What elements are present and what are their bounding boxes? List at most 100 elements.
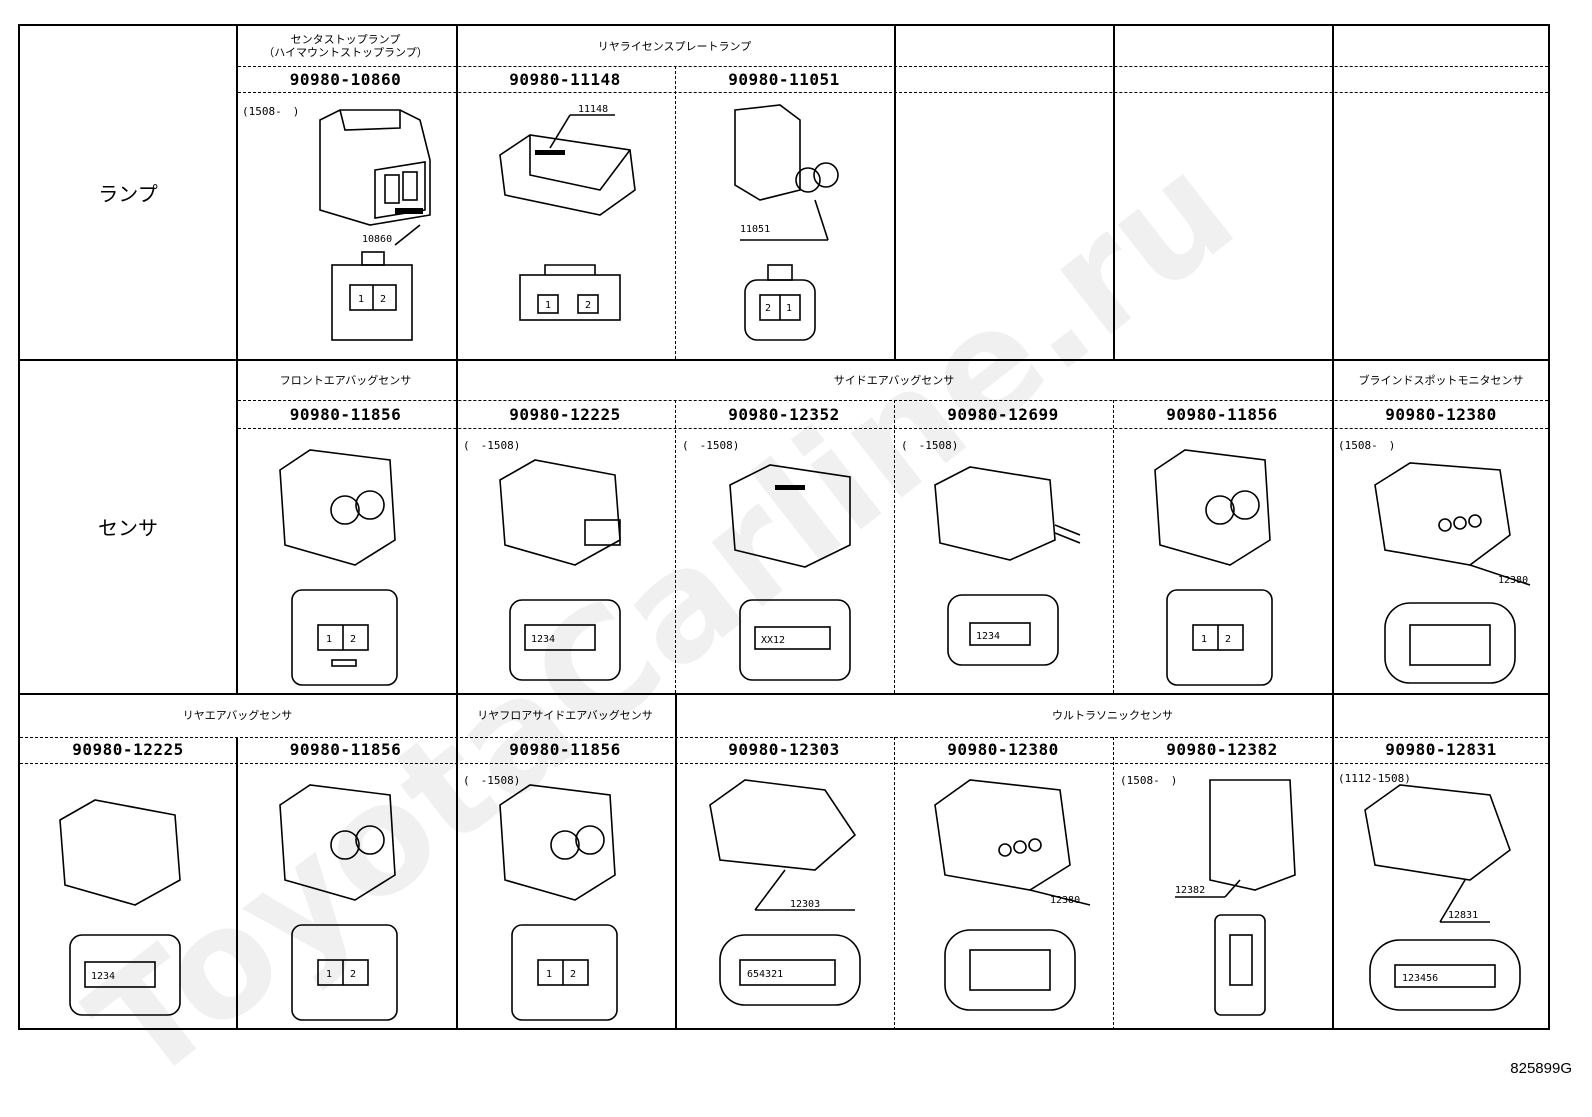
col-divider — [675, 693, 677, 1030]
connector-drawing-12352: 12352 XX12 — [729, 455, 851, 681]
connector-drawing-12380-b: 12380 — [934, 779, 1091, 1011]
header-divider — [238, 428, 1548, 429]
svg-text:1: 1 — [786, 303, 792, 314]
svg-text:1234: 1234 — [976, 631, 1000, 642]
revision-note: ( -1508) — [463, 439, 521, 452]
callout-label: 11148 — [578, 104, 608, 115]
group-label: リヤライセンスプレートランプ — [597, 39, 752, 53]
revision-note: (1508- ) — [1338, 439, 1396, 452]
row-divider — [20, 359, 1548, 361]
connector-drawing-12699: 12699 1234 — [934, 455, 1081, 666]
callout-label: 12380 — [1498, 575, 1528, 586]
revision-note: (1508- ) — [1120, 774, 1178, 787]
callout-label: 12303 — [790, 899, 820, 910]
part-number: 90980-12380 — [947, 739, 1059, 759]
part-number: 90980-12303 — [728, 739, 840, 759]
svg-text:2: 2 — [350, 634, 356, 645]
revision-note: ( -1508) — [901, 439, 959, 452]
part-number: 90980-11856 — [1166, 404, 1278, 424]
col-divider — [1332, 26, 1334, 1030]
svg-text:2: 2 — [380, 294, 386, 305]
revision-note: (1508- ) — [242, 105, 300, 118]
connector-drawing-10860: 10860 1 2 — [319, 109, 431, 341]
col-divider — [894, 26, 896, 359]
header-divider — [238, 92, 1548, 93]
revision-note: ( -1508) — [682, 439, 740, 452]
col-divider — [894, 737, 895, 1030]
part-number: 90980-11148 — [509, 69, 621, 89]
svg-text:654321: 654321 — [747, 969, 783, 980]
group-label: リヤエアバッグセンサ — [182, 708, 293, 722]
group-label: リヤフロアサイドエアバッグセンサ — [477, 708, 653, 722]
svg-text:XX12: XX12 — [761, 635, 785, 646]
connector-drawing-11148: 11148 1 2 — [499, 104, 636, 321]
header-divider — [20, 763, 1548, 764]
revision-note: ( -1508) — [463, 774, 521, 787]
part-number: 90980-12352 — [728, 404, 840, 424]
part-number: 90980-12225 — [72, 739, 184, 759]
callout-label: 12352 — [775, 455, 805, 456]
col-divider — [236, 737, 238, 1030]
col-divider — [456, 26, 458, 1030]
header-divider — [238, 400, 1548, 401]
svg-text:1: 1 — [1201, 634, 1207, 645]
category-label: センサ — [98, 516, 158, 540]
part-number: 90980-12699 — [947, 404, 1059, 424]
svg-text:2: 2 — [570, 969, 576, 980]
row-divider — [20, 693, 1548, 695]
group-label: サイドエアバッグセンサ — [833, 373, 955, 387]
part-number: 90980-11856 — [289, 404, 402, 424]
col-divider — [1113, 400, 1114, 693]
connector-drawing-11051: 11051 2 1 — [734, 104, 839, 341]
part-number: 90980-12382 — [1166, 739, 1278, 759]
header-divider — [238, 66, 1548, 67]
header-divider — [20, 737, 1548, 738]
connector-drawing-12380: 12380 — [1374, 462, 1531, 684]
svg-text:1: 1 — [545, 300, 551, 311]
svg-text:1: 1 — [546, 969, 552, 980]
svg-text:1234: 1234 — [531, 634, 555, 645]
callout-label: 12380 — [1050, 895, 1080, 906]
callout-label: 12382 — [1175, 885, 1205, 896]
drawing-code: 825899G — [1510, 1060, 1572, 1077]
callout-label: 12831 — [1448, 910, 1478, 921]
part-number: 90980-11856 — [509, 739, 621, 759]
svg-text:1: 1 — [326, 969, 332, 980]
col-divider — [675, 400, 676, 693]
group-label: フロントエアバッグセンサ — [279, 373, 412, 387]
col-divider — [236, 26, 238, 693]
svg-text:1: 1 — [358, 294, 364, 305]
svg-text:1234: 1234 — [91, 971, 115, 982]
col-divider — [1113, 737, 1114, 1030]
revision-note: (1112-1508) — [1338, 772, 1411, 785]
part-number: 90980-12380 — [1385, 404, 1497, 424]
group-label: ウルトラソニックセンサ — [1052, 708, 1173, 722]
part-number: 90980-12831 — [1385, 739, 1497, 759]
connector-table — [18, 24, 1550, 1030]
callout-label: 10860 — [362, 234, 392, 245]
part-number: 90980-10860 — [289, 69, 402, 89]
part-number: 90980-11856 — [289, 739, 402, 759]
group-label: センタストップランプ （ハイマウントストップランプ） — [263, 33, 428, 59]
col-divider — [675, 66, 676, 359]
svg-text:2: 2 — [1225, 634, 1231, 645]
col-divider — [1113, 26, 1115, 359]
connector-drawing-12831: 12831 123456 — [1364, 784, 1521, 1011]
group-label: ブラインドスポットモニタセンサ — [1358, 373, 1524, 387]
connector-drawing-12382: 12382 — [1175, 779, 1296, 1016]
svg-text:2: 2 — [585, 300, 591, 311]
part-number: 90980-12225 — [509, 404, 621, 424]
svg-text:123456: 123456 — [1402, 973, 1438, 984]
col-divider — [894, 400, 895, 693]
category-label: ランプ — [98, 182, 158, 206]
part-number: 90980-11051 — [728, 69, 840, 89]
svg-text:1: 1 — [326, 634, 332, 645]
callout-label: 11051 — [740, 224, 770, 235]
svg-text:2: 2 — [765, 303, 771, 314]
callout-label: 12699 — [1030, 455, 1060, 456]
connector-drawing-12225: 1234 — [499, 459, 621, 681]
